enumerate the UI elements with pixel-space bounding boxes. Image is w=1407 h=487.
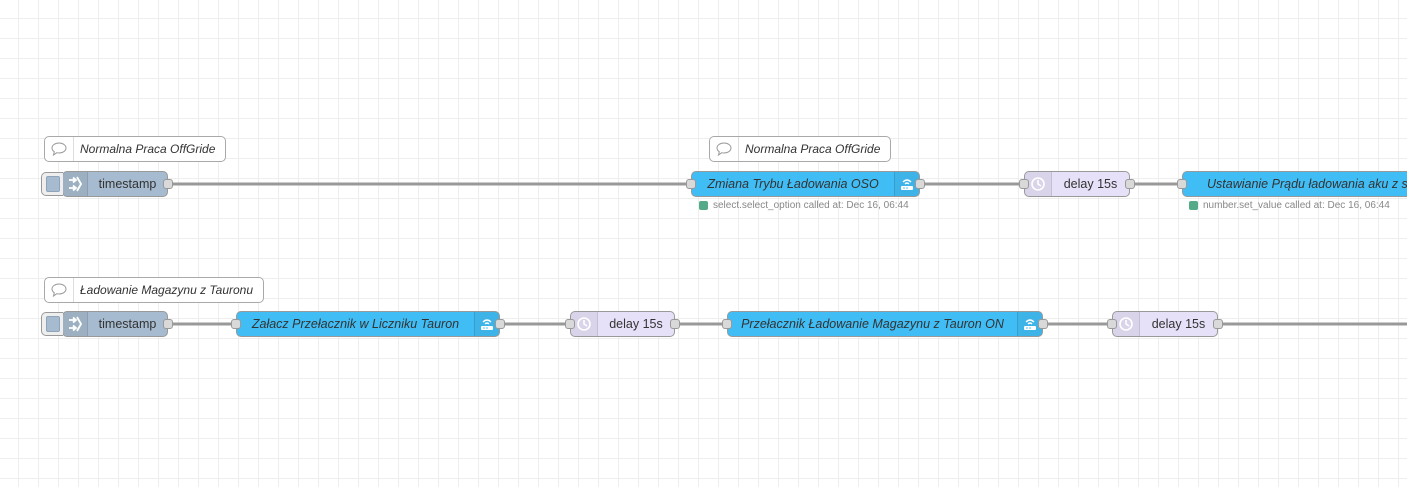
timer-icon [571,312,598,336]
status-dot [699,201,708,210]
input-port[interactable] [686,179,696,189]
arrow-right-icon [63,172,88,196]
comment-icon [45,137,74,161]
router-icon [1017,312,1042,336]
input-port[interactable] [1177,179,1187,189]
output-port[interactable] [1213,319,1223,329]
delay-node[interactable]: delay 15s [565,311,680,337]
timer-icon [1025,172,1052,196]
input-port[interactable] [722,319,732,329]
output-port[interactable] [670,319,680,329]
output-port[interactable] [163,319,173,329]
node-status: select.select_option called at: Dec 16, … [699,200,909,211]
router-icon [474,312,499,336]
status-text: number.set_value called at: Dec 16, 06:4… [1203,200,1390,211]
comment-node[interactable]: Normalna Praca OffGride [44,136,227,162]
input-port[interactable] [1107,319,1117,329]
call-service-node[interactable]: Przełacznik Ładowanie Magazynu z Tauron … [722,311,1048,337]
inject-trigger-button[interactable] [41,312,63,336]
service-label: Zmiana Trybu Ładowania OSO [707,177,879,191]
inject-label: timestamp [98,177,157,191]
call-service-node[interactable]: Ustawianie Prądu ładowania aku z sieci [1177,171,1407,197]
delay-node[interactable]: delay 15s [1019,171,1135,197]
output-port[interactable] [1125,179,1135,189]
service-label: Przełacznik Ładowanie Magazynu z Tauron … [741,317,1004,331]
input-port[interactable] [565,319,575,329]
service-label: Załacz Przełacznik w Liczniku Tauron [251,317,460,331]
comment-label: Normalna Praca OffGride [745,142,881,156]
inject-label: timestamp [98,317,157,331]
service-label: Ustawianie Prądu ładowania aku z sieci [1207,177,1407,191]
output-port[interactable] [915,179,925,189]
output-port[interactable] [1038,319,1048,329]
node-status: number.set_value called at: Dec 16, 06:4… [1189,200,1390,211]
comment-icon [45,278,74,302]
call-service-node[interactable]: Załacz Przełacznik w Liczniku Tauron [231,311,505,337]
comment-label: Normalna Praca OffGride [80,142,216,156]
output-port[interactable] [163,179,173,189]
input-port[interactable] [231,319,241,329]
comment-icon [710,137,739,161]
status-dot [1189,201,1198,210]
inject-trigger-button[interactable] [41,172,63,196]
output-port[interactable] [495,319,505,329]
delay-label: delay 15s [1151,317,1206,331]
comment-node[interactable]: Normalna Praca OffGride [709,136,892,162]
call-service-node[interactable]: Zmiana Trybu Ładowania OSO [686,171,925,197]
inject-node[interactable]: timestamp [41,171,173,197]
delay-label: delay 15s [609,317,663,331]
input-port[interactable] [1019,179,1029,189]
delay-node[interactable]: delay 15s [1107,311,1223,337]
arrow-right-icon [63,312,88,336]
status-text: select.select_option called at: Dec 16, … [713,200,909,211]
delay-label: delay 15s [1063,177,1118,191]
inject-node[interactable]: timestamp [41,311,173,337]
timer-icon [1113,312,1140,336]
comment-node[interactable]: Ładowanie Magazynu z Tauronu [44,277,265,303]
comment-label: Ładowanie Magazynu z Tauronu [80,283,254,297]
router-icon [894,172,919,196]
